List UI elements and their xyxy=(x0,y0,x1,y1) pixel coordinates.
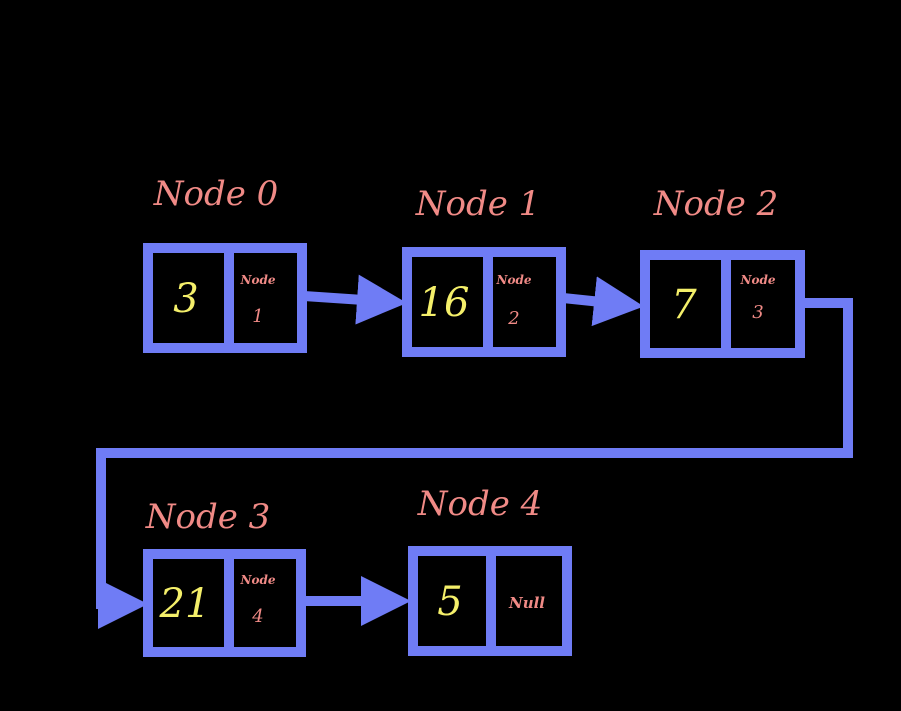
node-3-value: 21 xyxy=(159,581,211,627)
node-3-pointer-label: Node xyxy=(240,573,276,587)
node-3: Node 3 21 Node 4 xyxy=(143,497,306,657)
node-3-pointer-index: 4 xyxy=(251,606,263,627)
node-3-title: Node 3 xyxy=(145,497,271,537)
node-2-title: Node 2 xyxy=(653,184,779,224)
arrow-node-0-to-node-1 xyxy=(299,274,407,325)
node-0-pointer-label: Node xyxy=(240,273,276,287)
arrow-node-2-to-node-3 xyxy=(96,298,853,629)
arrow-node-1-to-node-2 xyxy=(558,276,644,327)
node-4: Node 4 5 Null xyxy=(408,484,572,656)
node-1-pointer-index: 2 xyxy=(507,308,519,329)
node-1-pointer-label: Node xyxy=(496,273,532,287)
node-0: Node 0 3 Node 1 xyxy=(143,174,307,353)
node-0-pointer-index: 1 xyxy=(252,306,263,327)
node-0-value: 3 xyxy=(173,276,198,322)
node-0-title: Node 0 xyxy=(153,174,279,214)
node-2-pointer-label: Node xyxy=(740,273,776,287)
node-2: Node 2 7 Node 3 xyxy=(640,184,805,358)
node-2-value: 7 xyxy=(671,282,697,328)
node-4-title: Node 4 xyxy=(417,484,543,524)
node-1: Node 1 16 Node 2 xyxy=(402,184,566,357)
node-1-title: Node 1 xyxy=(415,184,541,224)
node-1-value: 16 xyxy=(419,280,470,326)
node-4-value: 5 xyxy=(437,579,462,625)
node-4-null-pointer: Null xyxy=(508,594,545,612)
node-2-pointer-index: 3 xyxy=(752,302,763,323)
